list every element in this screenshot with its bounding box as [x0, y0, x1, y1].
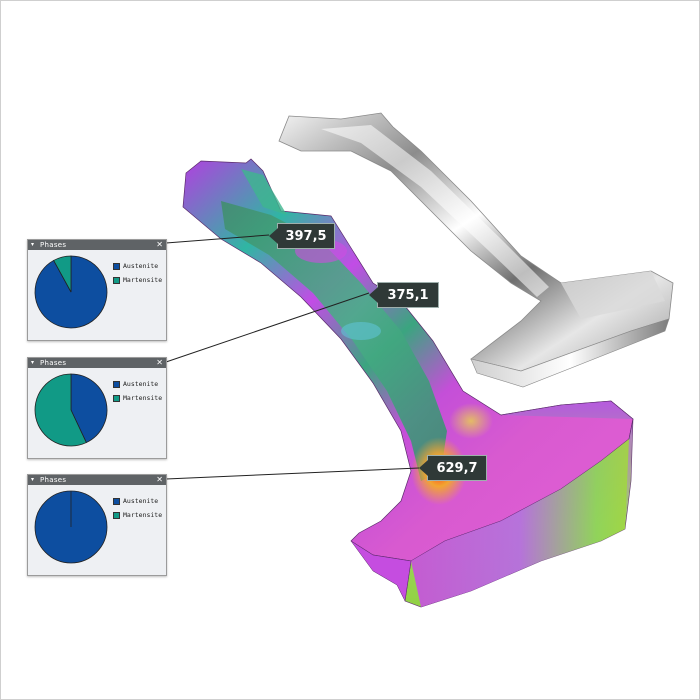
- collapse-icon[interactable]: ▾: [31, 359, 35, 366]
- panel-title: Phases: [40, 476, 67, 484]
- leader-lines: [165, 234, 420, 480]
- austenite-swatch: [113, 263, 120, 270]
- pointer-notch: [269, 228, 278, 244]
- martensite-slice: [53, 255, 72, 293]
- panel-titlebar[interactable]: ▾ Phases ✕: [28, 240, 166, 250]
- phase-pie-chart: [34, 255, 108, 329]
- phase-pie-chart: [34, 373, 108, 447]
- close-icon[interactable]: ✕: [156, 358, 163, 367]
- close-icon[interactable]: ✕: [156, 240, 163, 249]
- value-label-2[interactable]: 375,1: [369, 282, 439, 308]
- phase-pie-chart: [34, 490, 108, 564]
- pointer-notch: [369, 287, 378, 303]
- phases-panel-3: ▾ Phases ✕ Austenite Martensite: [27, 474, 167, 576]
- legend-label-austenite: Austenite: [123, 262, 159, 270]
- reference-part-silver: [278, 112, 674, 388]
- collapse-icon[interactable]: ▾: [31, 476, 35, 483]
- phases-panel-2: ▾ Phases ✕ Austenite Martensite: [27, 357, 167, 459]
- value-text: 629,7: [436, 461, 478, 476]
- panel-title: Phases: [40, 241, 67, 249]
- legend-label-austenite: Austenite: [123, 497, 159, 505]
- pointer-notch: [419, 460, 428, 476]
- panel-titlebar[interactable]: ▾ Phases ✕: [28, 475, 166, 485]
- simulated-part-colored: [182, 158, 634, 608]
- legend-label-austenite: Austenite: [123, 380, 159, 388]
- legend-label-martensite: Martensite: [123, 511, 163, 519]
- martensite-swatch: [113, 277, 120, 284]
- martensite-swatch: [113, 512, 120, 519]
- panel-titlebar[interactable]: ▾ Phases ✕: [28, 358, 166, 368]
- austenite-swatch: [113, 498, 120, 505]
- legend-label-martensite: Martensite: [123, 394, 163, 402]
- value-text: 375,1: [387, 288, 429, 303]
- austenite-slice: [70, 373, 108, 444]
- phases-panel-1: ▾ Phases ✕ Austenite Martensite: [27, 239, 167, 341]
- value-label-3[interactable]: 629,7: [419, 455, 487, 481]
- collapse-icon[interactable]: ▾: [31, 241, 35, 248]
- close-icon[interactable]: ✕: [156, 475, 163, 484]
- value-text: 397,5: [285, 229, 327, 244]
- austenite-swatch: [113, 381, 120, 388]
- panel-title: Phases: [40, 359, 67, 367]
- value-label-1[interactable]: 397,5: [269, 223, 335, 249]
- legend-label-martensite: Martensite: [123, 276, 163, 284]
- martensite-swatch: [113, 395, 120, 402]
- martensite-slice: [34, 373, 87, 447]
